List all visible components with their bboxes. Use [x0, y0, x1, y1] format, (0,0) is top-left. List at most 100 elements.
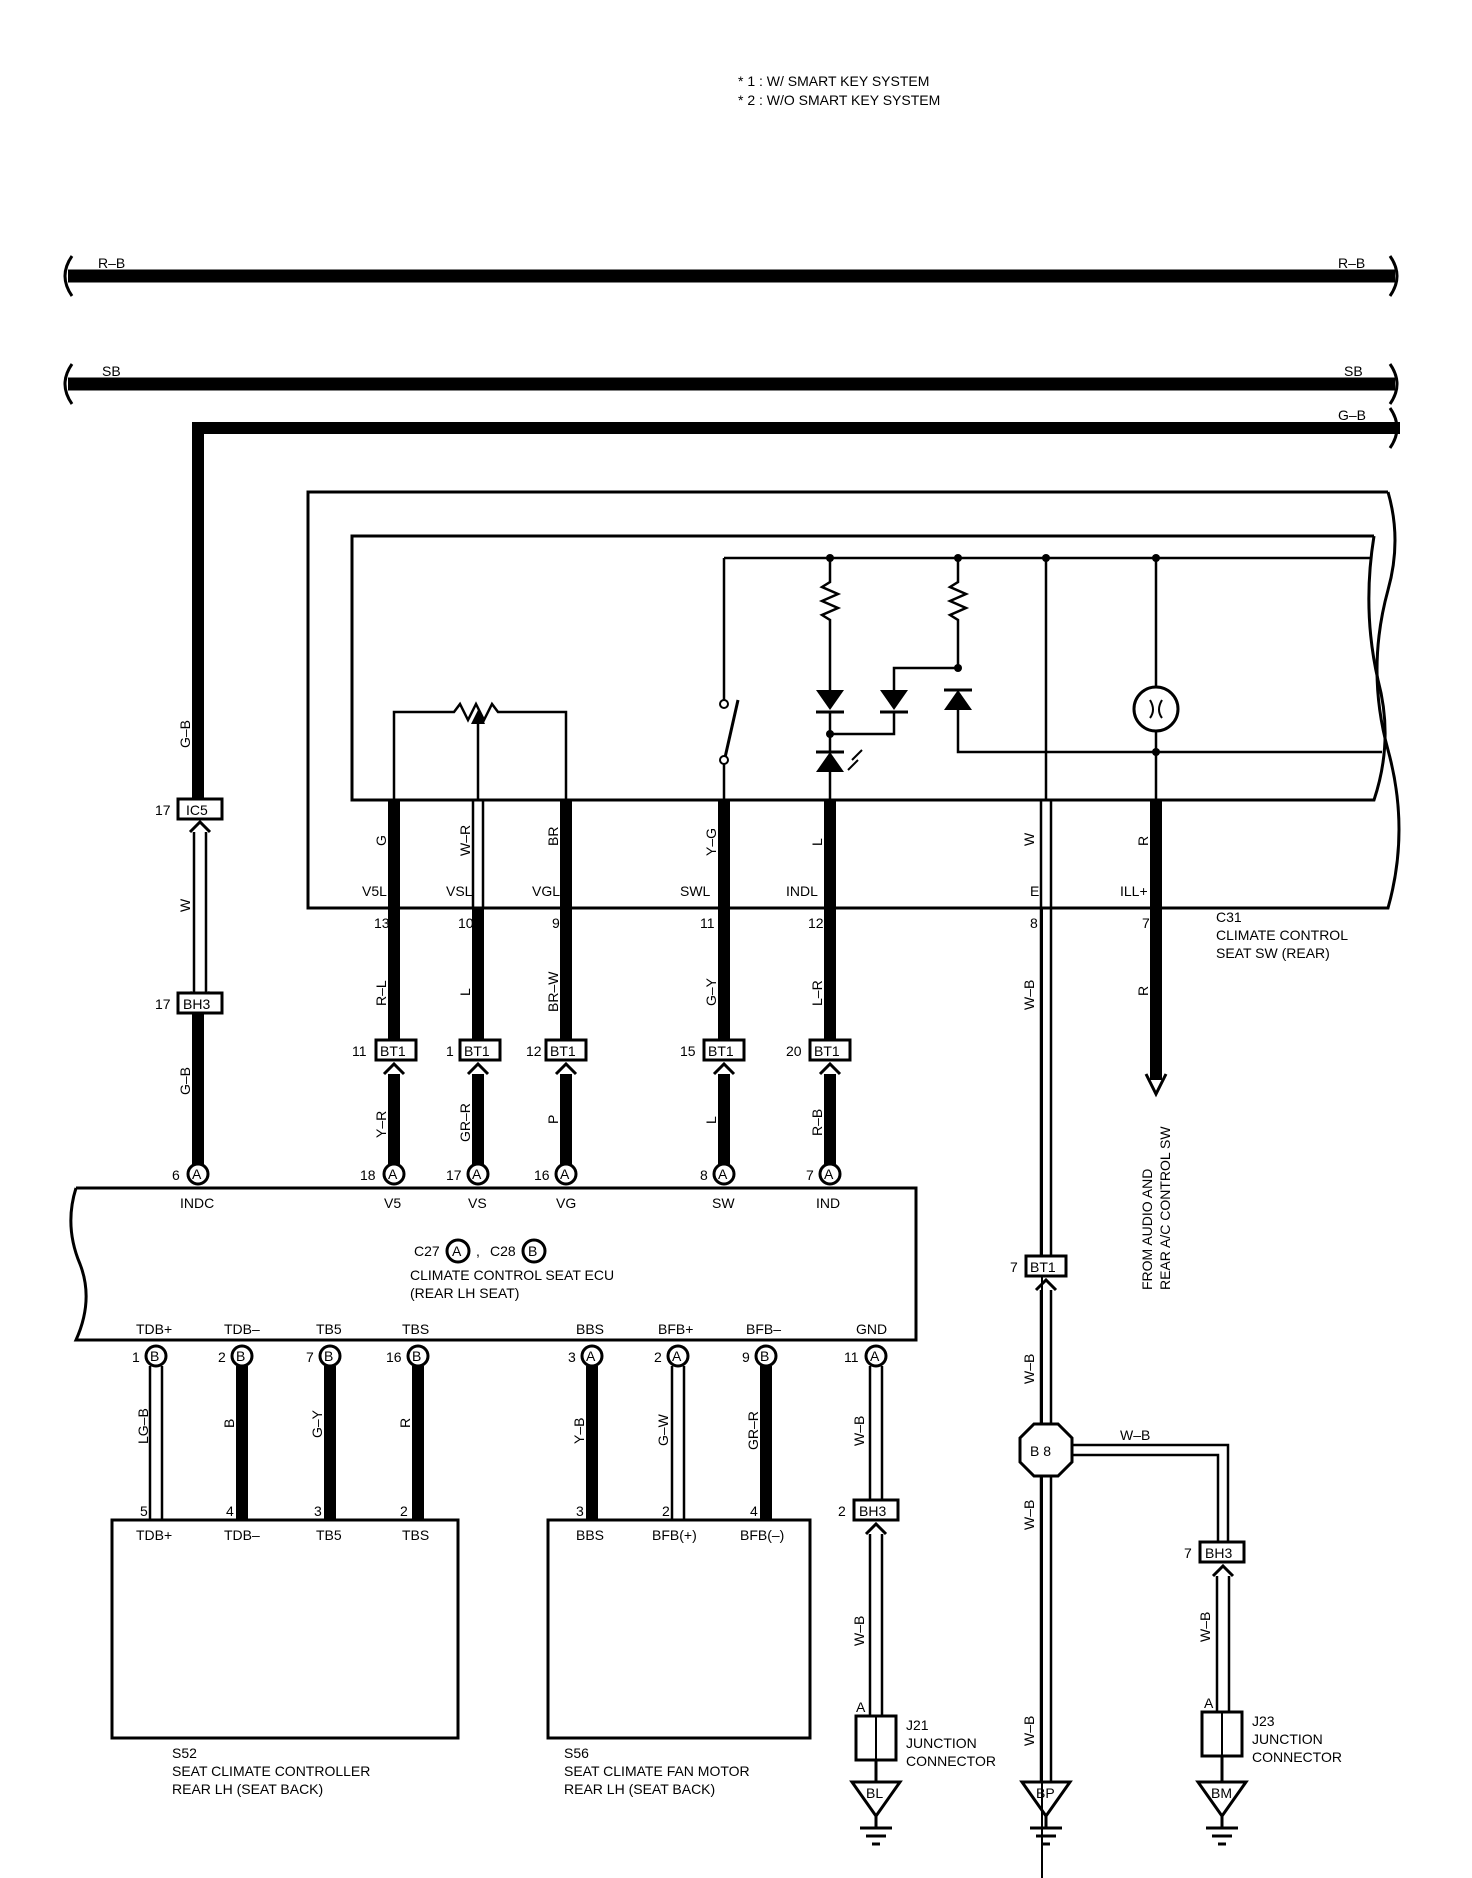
- bh3-left-label: BH3: [183, 996, 210, 1012]
- left-line: G–B IC5 17 W BH3 17 G–B: [155, 720, 224, 1172]
- outer-wire-wb: W–B: [1021, 980, 1037, 1010]
- s52-pin-4: 4: [226, 1503, 234, 1519]
- ecu-bpin-3: 7: [306, 1349, 314, 1365]
- bt1-pin-5: 20: [786, 1043, 802, 1059]
- c31-code: C31: [1216, 909, 1242, 925]
- s56-pin-4: 4: [750, 1503, 758, 1519]
- c31-term-v5l: V5L: [362, 883, 387, 899]
- ecu-wire-p: P: [545, 1115, 561, 1124]
- s56-box: 3 2 4 BBS BFB(+) BFB(–) S56 SEAT CLIMATE…: [546, 1503, 812, 1797]
- ecu-bconn-3: B: [324, 1348, 333, 1364]
- inner-wire-g: G: [373, 835, 389, 846]
- bus-rb: R–B R–B: [63, 255, 1399, 297]
- ecu-bterm-tdbm: TDB–: [224, 1321, 260, 1337]
- bt1-label-4: BT1: [708, 1043, 734, 1059]
- bus-gb: G–B: [192, 407, 1400, 808]
- ecu-code-c27: C27: [414, 1243, 440, 1259]
- ic5-connector: [176, 797, 224, 821]
- c31-term-e: E: [1030, 883, 1039, 899]
- s56-term-bbs: BBS: [576, 1527, 604, 1543]
- e-wire-wb-2: W–B: [1021, 1500, 1037, 1530]
- ecu-bpin-5: 3: [568, 1349, 576, 1365]
- ecu-bterm-tbs: TBS: [402, 1321, 429, 1337]
- ground-bp-label: BP: [1036, 1785, 1055, 1801]
- s56-term-bfbm: BFB(–): [740, 1527, 784, 1543]
- s52-term-tb5: TB5: [316, 1527, 342, 1543]
- s52-name-2: REAR LH (SEAT BACK): [172, 1781, 323, 1797]
- ecu-bconn-8: A: [870, 1348, 880, 1364]
- bt1-label-2: BT1: [464, 1043, 490, 1059]
- bt1-e-label: BT1: [1030, 1259, 1056, 1275]
- bt1-e-pin: 7: [1010, 1259, 1018, 1275]
- ecu-name-2: (REAR LH SEAT): [410, 1285, 519, 1301]
- s52-term-tdbp: TDB+: [136, 1527, 172, 1543]
- outer-wire-r2: R: [1135, 986, 1151, 996]
- ground-bp-icon: [1019, 1780, 1073, 1819]
- inner-wire-wr: W–R: [457, 825, 473, 856]
- j23-code: J23: [1252, 1713, 1275, 1729]
- left-wire-w: W: [177, 898, 193, 912]
- e-wire-wb-3: W–B: [1021, 1716, 1037, 1746]
- bh3-gnd-label: BH3: [859, 1503, 886, 1519]
- ic5-label: IC5: [186, 802, 208, 818]
- bwire-b: B: [221, 1419, 237, 1428]
- outer-wire-l: L: [457, 988, 473, 996]
- c31-term-swl: SWL: [680, 883, 711, 899]
- ground-bl-label: BL: [866, 1785, 883, 1801]
- outer-wire-brw: BR–W: [545, 971, 561, 1012]
- from-label-1: FROM AUDIO AND: [1139, 1169, 1155, 1290]
- bt1-connector-5: [808, 1038, 852, 1062]
- s56-name-1: SEAT CLIMATE FAN MOTOR: [564, 1763, 750, 1779]
- inner-wire-yg: Y–G: [703, 828, 719, 856]
- ecu-bterm-tb5: TB5: [316, 1321, 342, 1337]
- s52-term-tbs: TBS: [402, 1527, 429, 1543]
- bwire-r: R: [397, 1418, 413, 1428]
- ecu-bterm-bfbp: BFB+: [658, 1321, 693, 1337]
- bwire-wb: W–B: [851, 1416, 867, 1446]
- bt1-pin-4: 15: [680, 1043, 696, 1059]
- ecu-box: A A A A A A 6 18 17 16 8 7 INDC V5 VS VG…: [69, 1162, 918, 1342]
- bwire-gw: G–W: [655, 1413, 671, 1446]
- bt1-pin-1: 11: [352, 1043, 367, 1059]
- ecu-top-pin-18: 18: [360, 1167, 376, 1183]
- e-wire-wb-1: W–B: [1021, 1354, 1037, 1384]
- note-2: * 2 : W/O SMART KEY SYSTEM: [738, 92, 940, 108]
- c31-name-2: SEAT SW (REAR): [1216, 945, 1330, 961]
- bt1-connector-3: [544, 1038, 588, 1062]
- ecu-top-conn-1: A: [192, 1166, 202, 1182]
- ecu-code-comma: ,: [476, 1243, 480, 1259]
- gnd-line: BH3 2 W–B A J21 JUNCTION CONNECTOR BL: [838, 1498, 996, 1846]
- c31-pin-12: 12: [808, 915, 824, 931]
- c31-pin-10: 10: [458, 915, 474, 931]
- bh3-gnd-pin: 2: [838, 1503, 846, 1519]
- ecu-code-c28: C28: [490, 1243, 516, 1259]
- ecu-bterm-gnd: GND: [856, 1321, 887, 1337]
- left-wire-gb-top: G–B: [177, 720, 193, 748]
- s56-name-2: REAR LH (SEAT BACK): [564, 1781, 715, 1797]
- ecu-bterm-tdbp: TDB+: [136, 1321, 172, 1337]
- ecu-bterm-bfbm: BFB–: [746, 1321, 781, 1337]
- inner-wire-r: R: [1135, 836, 1151, 846]
- bh3-left-pin: 17: [155, 996, 171, 1012]
- c31-pin-8: 8: [1030, 915, 1038, 931]
- ecu-code-c27-conn: A: [452, 1243, 462, 1259]
- bt1-label-5: BT1: [814, 1043, 840, 1059]
- splice-b8-label: B 8: [1030, 1443, 1051, 1459]
- c31-pin-11: 11: [700, 915, 715, 931]
- c31-name-1: CLIMATE CONTROL: [1216, 927, 1348, 943]
- e-line: BT1 7 W–B B 8 W–B W–B BP: [1010, 908, 1074, 1846]
- ground-bm-icon: [1195, 1780, 1249, 1819]
- ecu-top-conn-6: A: [824, 1166, 834, 1182]
- j23-pin: A: [1204, 1695, 1214, 1711]
- s56-code: S56: [564, 1745, 589, 1761]
- branch-line: W–B BH3 7 W–B A J23 JUNCTION CONNECTOR B…: [1072, 1427, 1342, 1846]
- ecu-bpin-7: 9: [742, 1349, 750, 1365]
- ecu-top-pin-17: 17: [446, 1167, 462, 1183]
- bwire-yb: Y–B: [571, 1418, 587, 1444]
- inner-wire-br: BR: [545, 827, 561, 846]
- ecu-wire-yr: Y–R: [373, 1111, 389, 1138]
- outer-wire-lr: L–R: [809, 980, 825, 1006]
- bwire-grr: GR–R: [745, 1411, 761, 1450]
- branch-wire-wb-2: W–B: [1197, 1612, 1213, 1642]
